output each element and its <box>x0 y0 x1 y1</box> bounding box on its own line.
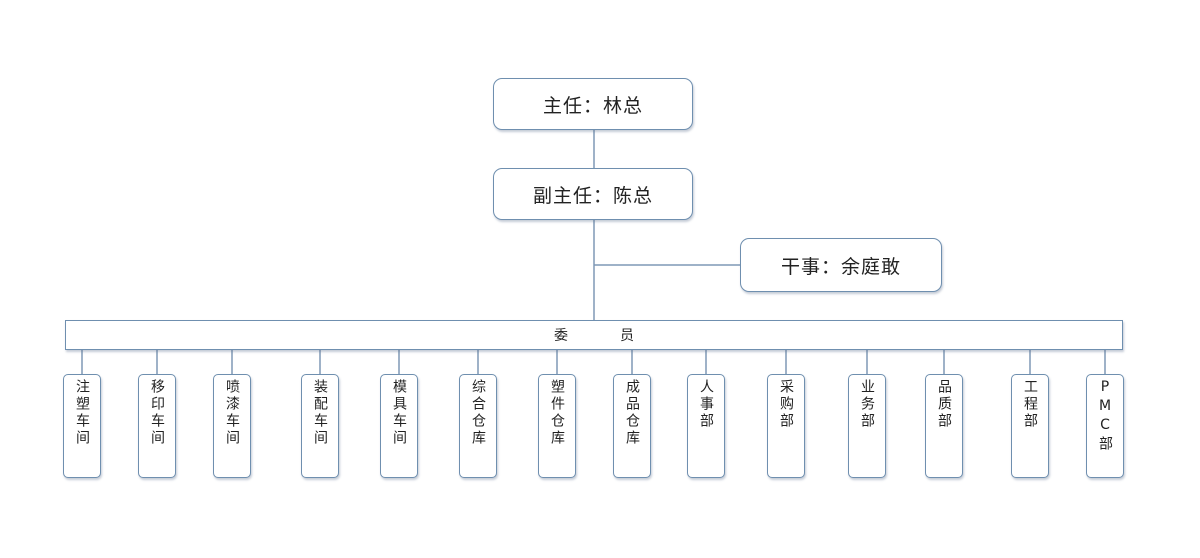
department-box: 成品仓库 <box>613 374 651 478</box>
department-box: 塑件仓库 <box>538 374 576 478</box>
department-label: PMC部 <box>1097 379 1113 453</box>
department-box: 模具车间 <box>380 374 418 478</box>
department-label: 模具车间 <box>391 379 407 447</box>
department-label: 品质部 <box>936 379 952 430</box>
chief-box: 主任：林总 <box>493 78 693 130</box>
department-box: 采购部 <box>767 374 805 478</box>
department-label: 注塑车间 <box>74 379 90 447</box>
department-box: 注塑车间 <box>63 374 101 478</box>
committee-label: 委员 <box>554 328 686 344</box>
department-box: 业务部 <box>848 374 886 478</box>
department-label: 采购部 <box>778 379 794 430</box>
deputy-chief-label: 副主任：陈总 <box>532 184 653 207</box>
department-box: PMC部 <box>1086 374 1124 478</box>
department-label: 成品仓库 <box>624 379 640 447</box>
department-label: 综合仓库 <box>470 379 486 447</box>
deputy-chief-box: 副主任：陈总 <box>493 168 693 220</box>
department-label: 装配车间 <box>312 379 328 447</box>
department-label: 工程部 <box>1022 379 1038 430</box>
department-label: 移印车间 <box>149 379 165 447</box>
department-box: 综合仓库 <box>459 374 497 478</box>
department-connectors <box>81 350 1106 374</box>
department-box: 移印车间 <box>138 374 176 478</box>
department-label: 塑件仓库 <box>549 379 565 447</box>
department-box: 喷漆车间 <box>213 374 251 478</box>
clerk-box: 干事：余庭敢 <box>740 238 942 292</box>
clerk-label: 干事：余庭敢 <box>780 255 901 278</box>
department-box: 装配车间 <box>301 374 339 478</box>
committee-bar: 委员 <box>65 320 1123 350</box>
department-box: 工程部 <box>1011 374 1049 478</box>
department-label: 业务部 <box>859 379 875 430</box>
department-box: 人事部 <box>687 374 725 478</box>
department-label: 喷漆车间 <box>224 379 240 447</box>
department-box: 品质部 <box>925 374 963 478</box>
chief-label: 主任：林总 <box>542 94 643 117</box>
department-label: 人事部 <box>698 379 714 430</box>
